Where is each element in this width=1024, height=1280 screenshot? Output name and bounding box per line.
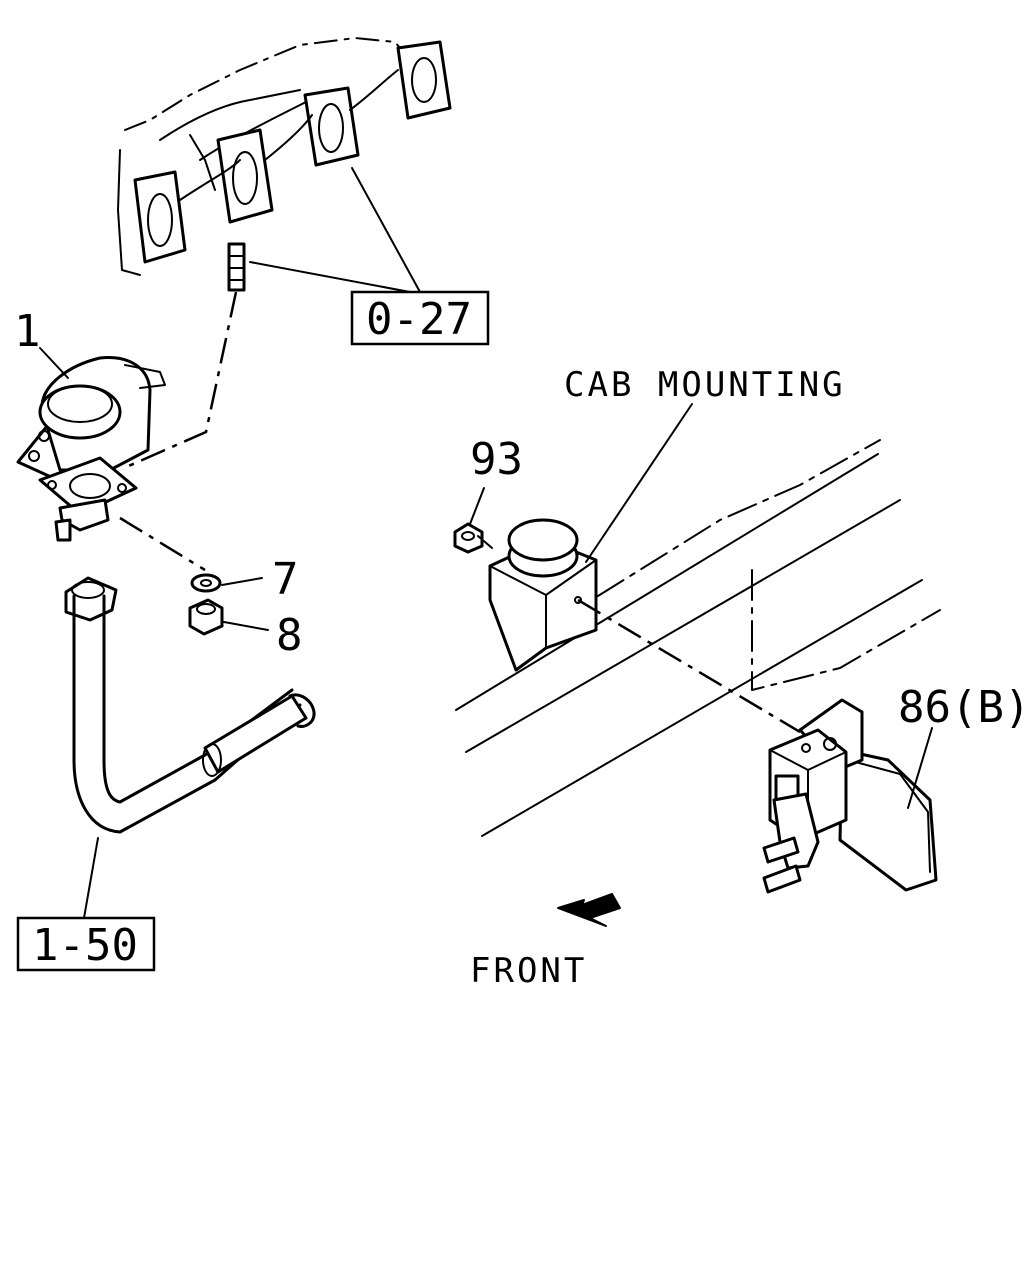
leader-line bbox=[83, 837, 99, 919]
centerline bbox=[123, 291, 238, 470]
leader-line bbox=[351, 167, 421, 293]
callout-part-1: 1 bbox=[14, 306, 41, 357]
callout-part-8: 8 bbox=[276, 610, 303, 661]
centerline bbox=[119, 516, 206, 572]
reference-1-50: 1-50 bbox=[32, 920, 138, 971]
exhaust-manifold bbox=[117, 37, 452, 292]
cab-mounting-label: CAB MOUNTING bbox=[564, 365, 846, 405]
frame bbox=[455, 439, 941, 837]
front-arrow-icon bbox=[557, 893, 621, 927]
leader-line bbox=[221, 577, 263, 586]
solenoid-valve bbox=[762, 698, 938, 894]
callout-part-93: 93 bbox=[470, 434, 523, 485]
centerline bbox=[577, 598, 801, 734]
callout-part-86b: 86(B) bbox=[898, 682, 1024, 733]
callout-part-7: 7 bbox=[272, 554, 299, 605]
leader-line bbox=[223, 621, 269, 631]
leader-line bbox=[477, 535, 493, 549]
leader-line bbox=[907, 727, 933, 809]
reference-0-27: 0-27 bbox=[366, 294, 472, 345]
washer bbox=[190, 573, 222, 593]
nut bbox=[188, 598, 224, 636]
leader-line bbox=[469, 487, 485, 525]
leader-line bbox=[249, 261, 411, 293]
exhaust-pipe bbox=[64, 576, 316, 834]
leader-line bbox=[585, 403, 693, 563]
exhaust-brake-valve bbox=[16, 355, 166, 542]
front-label: FRONT bbox=[470, 951, 587, 991]
leader-line bbox=[39, 347, 69, 379]
nut bbox=[453, 522, 484, 554]
reference-box-1-50[interactable]: 1-50 bbox=[16, 916, 156, 972]
reference-box-0-27[interactable]: 0-27 bbox=[350, 290, 490, 346]
